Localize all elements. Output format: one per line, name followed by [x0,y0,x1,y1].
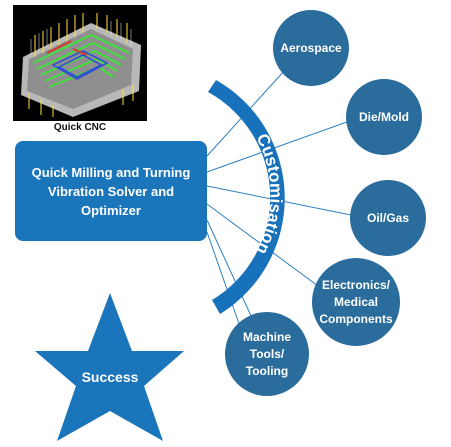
success-label: Success [81,369,139,385]
industry-aerospace: Aerospace [273,10,349,86]
solver-box: Quick Milling and Turning Vibration Solv… [15,141,207,241]
connector-machine-tools [206,219,253,319]
thumbnail-caption: Quick CNC [53,122,107,133]
cnc-toolpath-image [13,5,147,121]
success-star [35,293,184,441]
industry-label: Electronics/ Medical Components [319,277,393,326]
industry-die-mold: Die/Mold [346,79,422,155]
connector-machine-tools-2 [206,231,245,339]
customisation-band [208,80,285,314]
connector-die-mold [206,117,359,173]
industry-oil-gas: Oil/Gas [350,180,426,256]
industry-label: Oil/Gas [366,210,410,225]
industry-machine-tools: Machine Tools/ Tooling [225,312,309,396]
industry-label: Machine Tools/ Tooling [242,329,291,378]
industry-electronics-medical: Electronics/ Medical Components [312,258,400,346]
industry-label: Aerospace [280,40,342,55]
industry-label: Die/Mold [359,109,409,124]
solver-label: Quick Milling and Turning Vibration Solv… [31,164,191,218]
